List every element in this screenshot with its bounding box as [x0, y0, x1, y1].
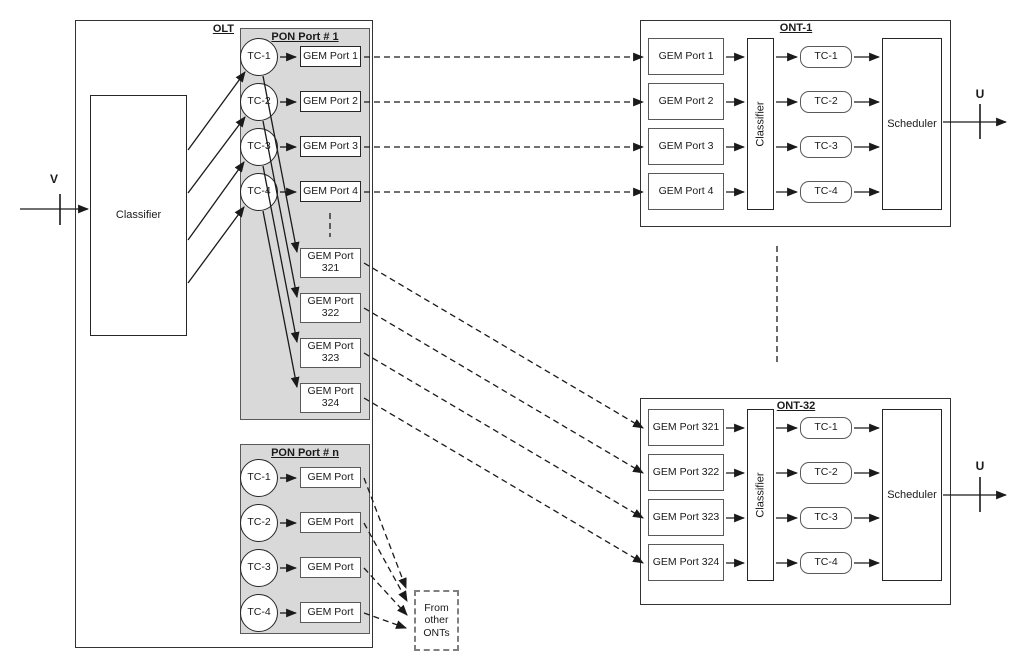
- pon1-gem-port-323: GEM Port 323: [300, 338, 361, 368]
- pon1-gem-port-323-label: GEM Port 323: [307, 340, 354, 364]
- ont32-classifier-box: Classifier: [747, 409, 774, 581]
- ont1-gem-port-2-label: GEM Port 2: [658, 94, 714, 107]
- pon1-gem-port-322: GEM Port 322: [300, 293, 361, 323]
- ont32-tc-4-queue: TC-4: [800, 552, 852, 574]
- ont32-scheduler-label: Scheduler: [887, 488, 937, 501]
- ponn-tc-2-queue: TC-2: [240, 504, 278, 542]
- pon1-tc-2-label: TC-2: [247, 95, 271, 108]
- pon1-tc-1-label: TC-1: [247, 50, 271, 63]
- ont1-tc-3-queue: TC-3: [800, 136, 852, 158]
- pon1-tc-3-label: TC-3: [247, 140, 271, 153]
- ont1-tc-4-label: TC-4: [814, 185, 838, 198]
- ont32-gem-port-323: GEM Port 323: [648, 499, 724, 536]
- pon1-gem-port-3-label: GEM Port 3: [303, 139, 358, 152]
- ont1-gem-port-3: GEM Port 3: [648, 128, 724, 165]
- ponn-tc-2-label: TC-2: [247, 516, 271, 529]
- from-other-onts-box: From other ONTs: [414, 590, 459, 651]
- ont1-tc-2-queue: TC-2: [800, 91, 852, 113]
- ont32-tc-3-label: TC-3: [814, 511, 838, 524]
- ont32-scheduler-box: Scheduler: [882, 409, 942, 581]
- ont32-gem-port-323-label: GEM Port 323: [652, 510, 720, 523]
- ont32-gem-port-322-label: GEM Port 322: [652, 465, 720, 478]
- ont1-tc-3-label: TC-3: [814, 140, 838, 153]
- ponn-gem-port-1-label: GEM Port: [307, 470, 354, 483]
- u-interface-label-ont1: U: [975, 87, 985, 101]
- pon1-tc-3-queue: TC-3: [240, 128, 278, 166]
- v-interface-label: V: [49, 172, 58, 186]
- ponn-tc-1-queue: TC-1: [240, 459, 278, 497]
- ponn-gem-port-3-label: GEM Port: [307, 560, 354, 573]
- pon1-tc-1-queue: TC-1: [240, 38, 278, 76]
- pon1-gem-port-324: GEM Port 324: [300, 383, 361, 413]
- ont1-tc-1-label: TC-1: [814, 50, 838, 63]
- ont1-gem-port-1-label: GEM Port 1: [658, 49, 714, 62]
- pon1-gem-port-321: GEM Port 321: [300, 248, 361, 278]
- ont1-gem-port-4-label: GEM Port 4: [658, 184, 714, 197]
- pon1-gem-port-321-label: GEM Port 321: [307, 250, 354, 274]
- ont32-tc-2-queue: TC-2: [800, 462, 852, 484]
- pon-port-1-title: PON Port # 1: [271, 31, 339, 43]
- ponn-tc-1-label: TC-1: [247, 471, 271, 484]
- ponn-tc-3-label: TC-3: [247, 561, 271, 574]
- ponn-gem-port-3: GEM Port: [300, 557, 361, 578]
- ponn-gem-port-4-label: GEM Port: [307, 605, 354, 618]
- pon1-gem-port-2-label: GEM Port 2: [303, 94, 358, 107]
- ont32-title: ONT-32: [776, 400, 816, 412]
- ponn-gem-port-2: GEM Port: [300, 512, 361, 533]
- pon1-gem-port-2: GEM Port 2: [300, 91, 361, 112]
- ont1-tc-4-queue: TC-4: [800, 181, 852, 203]
- ont1-gem-port-1: GEM Port 1: [648, 38, 724, 75]
- ont1-classifier-box: Classifier: [747, 38, 774, 210]
- ont1-scheduler-label: Scheduler: [887, 117, 937, 130]
- ont32-gem-port-324-label: GEM Port 324: [652, 555, 720, 568]
- ont32-gem-port-322: GEM Port 322: [648, 454, 724, 491]
- u-interface-label-ont32: U: [975, 459, 985, 473]
- ont32-tc-1-label: TC-1: [814, 421, 838, 434]
- pon1-tc-2-queue: TC-2: [240, 83, 278, 121]
- pon1-gem-port-324-label: GEM Port 324: [307, 385, 354, 409]
- pon1-tc-4-queue: TC-4: [240, 173, 278, 211]
- ont1-tc-2-label: TC-2: [814, 95, 838, 108]
- pon-port-n-title: PON Port # n: [271, 447, 339, 459]
- from-other-onts-label: From other ONTs: [423, 601, 450, 639]
- pon1-gem-port-1: GEM Port 1: [300, 46, 361, 67]
- ont32-tc-3-queue: TC-3: [800, 507, 852, 529]
- ont1-classifier-label: Classifier: [754, 101, 767, 147]
- olt-classifier-label: Classifier: [115, 209, 162, 222]
- ont1-box: [640, 20, 951, 227]
- ont32-tc-2-label: TC-2: [814, 466, 838, 479]
- ponn-gem-port-1: GEM Port: [300, 467, 361, 488]
- ponn-tc-4-queue: TC-4: [240, 594, 278, 632]
- ont32-tc-1-queue: TC-1: [800, 417, 852, 439]
- ont1-gem-port-2: GEM Port 2: [648, 83, 724, 120]
- ont32-gem-port-324: GEM Port 324: [648, 544, 724, 581]
- pon1-gem-port-3: GEM Port 3: [300, 136, 361, 157]
- pon1-gem-port-4-label: GEM Port 4: [303, 184, 358, 197]
- ponn-gem-port-4: GEM Port: [300, 602, 361, 623]
- olt-title: OLT: [212, 23, 234, 35]
- ont32-gem-port-321: GEM Port 321: [648, 409, 724, 446]
- ont1-gem-port-4: GEM Port 4: [648, 173, 724, 210]
- ont32-gem-port-321-label: GEM Port 321: [652, 420, 720, 433]
- ponn-gem-port-2-label: GEM Port: [307, 515, 354, 528]
- ont32-classifier-label: Classifier: [754, 472, 767, 518]
- olt-classifier-box: Classifier: [90, 95, 187, 336]
- pon1-gem-port-1-label: GEM Port 1: [303, 49, 358, 62]
- ponn-tc-3-queue: TC-3: [240, 549, 278, 587]
- ont1-tc-1-queue: TC-1: [800, 46, 852, 68]
- pon1-gem-port-4: GEM Port 4: [300, 181, 361, 202]
- ponn-tc-4-label: TC-4: [247, 606, 271, 619]
- ont1-scheduler-box: Scheduler: [882, 38, 942, 210]
- ont1-title: ONT-1: [779, 22, 813, 34]
- pon1-tc-4-label: TC-4: [247, 185, 271, 198]
- ont1-gem-port-3-label: GEM Port 3: [658, 139, 714, 152]
- pon1-gem-port-322-label: GEM Port 322: [307, 295, 354, 319]
- ont32-tc-4-label: TC-4: [814, 556, 838, 569]
